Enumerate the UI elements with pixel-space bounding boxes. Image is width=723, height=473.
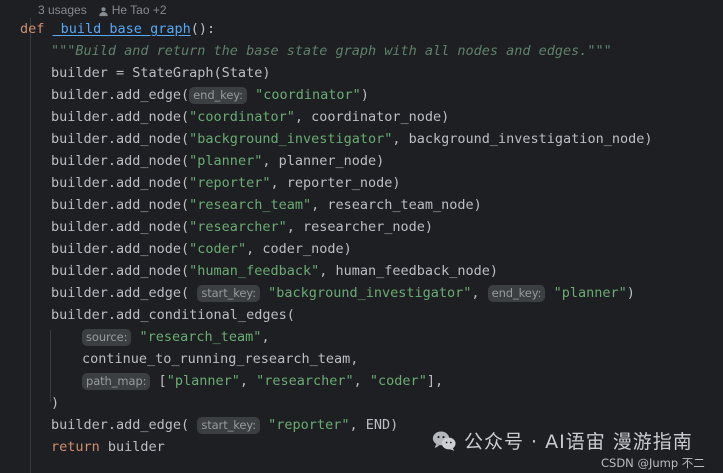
code-token: , bbox=[353, 373, 370, 389]
code-token: ) bbox=[360, 87, 369, 103]
code-token: , planner_node) bbox=[262, 153, 385, 169]
inlay-parameter-hint[interactable]: end_key: bbox=[189, 87, 247, 104]
code-token: "planner" bbox=[166, 373, 240, 389]
inlay-parameter-hint[interactable]: start_key: bbox=[197, 417, 261, 434]
inlay-parameter-hint[interactable]: start_key: bbox=[197, 285, 261, 302]
code-token bbox=[131, 329, 139, 345]
code-token: return bbox=[51, 439, 100, 455]
inlay-parameter-hint[interactable]: path_map: bbox=[82, 373, 151, 390]
code-line: return builder bbox=[0, 436, 723, 458]
code-token: , bbox=[239, 373, 257, 389]
code-token: "reporter" bbox=[189, 175, 271, 191]
code-token: builder.add_node( bbox=[51, 175, 190, 191]
code-line: builder.add_edge( start_key: "reporter",… bbox=[0, 414, 723, 436]
code-vision-bar: 3 usages He Tao +2 bbox=[38, 1, 167, 19]
code-line: builder.add_node("planner", planner_node… bbox=[0, 150, 723, 172]
code-token: ) bbox=[51, 395, 60, 411]
code-line: builder.add_node("human_feedback", human… bbox=[0, 260, 723, 282]
usages-link[interactable]: 3 usages bbox=[38, 3, 87, 17]
person-icon bbox=[98, 6, 109, 17]
code-line: ) bbox=[0, 392, 723, 414]
code-token: "human_feedback" bbox=[189, 263, 320, 279]
code-token: "coder" bbox=[369, 373, 427, 389]
inlay-parameter-hint[interactable]: source: bbox=[82, 329, 132, 346]
authors-label: He Tao +2 bbox=[111, 3, 167, 17]
code-token: , bbox=[471, 285, 488, 301]
code-line: builder.add_node("background_investigato… bbox=[0, 128, 723, 150]
inlay-parameter-hint[interactable]: end_key: bbox=[487, 285, 546, 302]
code-token: "coordinator" bbox=[189, 109, 295, 125]
code-token: continue_to_running_research_team, bbox=[82, 351, 359, 367]
code-token: "background_investigator" bbox=[189, 131, 393, 147]
code-line: builder.add_node("coordinator", coordina… bbox=[0, 106, 723, 128]
code-token bbox=[545, 285, 553, 301]
code-token: builder.add_node( bbox=[51, 131, 190, 147]
code-token: , background_investigation_node) bbox=[392, 131, 653, 147]
code-line: def _build_base_graph(): bbox=[0, 18, 723, 40]
code-token: builder.add_node( bbox=[51, 153, 190, 169]
code-line: builder = StateGraph(State) bbox=[0, 62, 723, 84]
code-token: , coder_node) bbox=[246, 241, 352, 257]
code-token: ], bbox=[426, 373, 444, 389]
code-token: "researcher" bbox=[256, 373, 354, 389]
code-line: source: "research_team", bbox=[0, 326, 723, 348]
code-token: builder bbox=[99, 439, 165, 455]
code-line: builder.add_node("researcher", researche… bbox=[0, 216, 723, 238]
code-token: "researcher" bbox=[189, 219, 287, 235]
code-token: ) bbox=[626, 285, 635, 301]
code-token: , reporter_node) bbox=[270, 175, 401, 191]
code-token: builder.add_edge( bbox=[51, 417, 198, 433]
code-token: "reporter" bbox=[268, 417, 350, 433]
code-line: builder.add_node("research_team", resear… bbox=[0, 194, 723, 216]
code-token: , human_feedback_node) bbox=[319, 263, 499, 279]
code-token: "planner" bbox=[553, 285, 627, 301]
code-token: "research_team" bbox=[139, 329, 262, 345]
code-token: "background_investigator" bbox=[268, 285, 472, 301]
code-token bbox=[44, 21, 52, 37]
code-token: , bbox=[261, 329, 270, 345]
code-text-area[interactable]: def _build_base_graph(): """Build and ret… bbox=[0, 18, 723, 458]
code-token: builder.add_node( bbox=[51, 241, 190, 257]
code-token: def bbox=[20, 21, 45, 37]
code-token bbox=[260, 417, 268, 433]
indent-guide bbox=[50, 330, 51, 402]
gutter-divider bbox=[30, 18, 31, 473]
code-token: builder.add_node( bbox=[51, 197, 190, 213]
code-token: [ bbox=[150, 373, 167, 389]
code-token: "coordinator" bbox=[255, 87, 361, 103]
code-line: """Build and return the base state graph… bbox=[0, 40, 723, 62]
code-token: _build_base_graph bbox=[52, 21, 191, 37]
code-token: , researcher_node) bbox=[286, 219, 434, 235]
code-line: path_map: ["planner", "researcher", "cod… bbox=[0, 370, 723, 392]
code-token: builder.add_node( bbox=[51, 109, 190, 125]
code-token bbox=[247, 87, 255, 103]
code-line: builder.add_edge( start_key: "background… bbox=[0, 282, 723, 304]
code-token: "research_team" bbox=[189, 197, 312, 213]
code-token: builder.add_node( bbox=[51, 263, 190, 279]
code-token: builder.add_edge( bbox=[51, 87, 190, 103]
code-token: builder.add_edge( bbox=[51, 285, 198, 301]
code-line: builder.add_conditional_edges( bbox=[0, 304, 723, 326]
code-token: (): bbox=[190, 21, 216, 37]
code-token: , research_team_node) bbox=[311, 197, 482, 213]
code-line: builder.add_edge(end_key: "coordinator") bbox=[0, 84, 723, 106]
code-token: "planner" bbox=[189, 153, 263, 169]
authors-link[interactable]: He Tao +2 bbox=[98, 3, 167, 17]
code-token: , END) bbox=[349, 417, 399, 433]
code-token bbox=[260, 285, 268, 301]
code-token: builder = StateGraph(State) bbox=[51, 65, 271, 81]
code-line: continue_to_running_research_team, bbox=[0, 348, 723, 370]
code-token: builder.add_conditional_edges( bbox=[51, 307, 295, 323]
code-token: , coordinator_node) bbox=[294, 109, 450, 125]
code-line: builder.add_node("coder", coder_node) bbox=[0, 238, 723, 260]
code-token: """Build and return the base state graph… bbox=[51, 43, 612, 59]
code-token: "coder" bbox=[189, 241, 247, 257]
code-line: builder.add_node("reporter", reporter_no… bbox=[0, 172, 723, 194]
code-token: builder.add_node( bbox=[51, 219, 190, 235]
